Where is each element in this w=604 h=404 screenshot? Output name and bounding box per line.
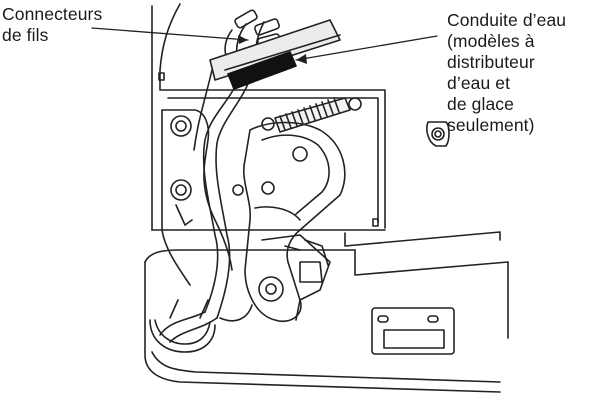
callout-water-line-line-4: d’eau et: [447, 73, 511, 93]
callout-water-line: Conduite d’eau (modèles à distributeur d…: [447, 10, 566, 136]
callout-wire-connectors-line-1: Connecteurs: [2, 4, 103, 24]
hinge-plate: [161, 109, 244, 286]
leader-line-wire-connectors: [91, 27, 249, 41]
callout-water-line-line-5: de glace: [447, 94, 514, 114]
water-line-band: [227, 51, 297, 90]
callout-wire-connectors-line-2: de fils: [2, 25, 49, 45]
door-outline: [144, 231, 509, 393]
leader-line-water-line: [295, 35, 438, 61]
callout-water-line-line-3: distributeur: [447, 52, 535, 72]
cabinet-frame: [151, 3, 386, 231]
callout-water-line-line-6: seulement): [447, 115, 535, 135]
callout-water-line-line-1: Conduite d’eau: [447, 10, 567, 30]
door-bracket: [371, 307, 455, 355]
callout-wire-connectors: Connecteurs de fils: [2, 4, 102, 46]
leader-arrow-wire-connectors: [238, 35, 248, 44]
callout-water-line-line-2: (modèles à: [447, 31, 535, 51]
hinge-arm: [243, 121, 346, 322]
leader-arrow-water-line: [296, 54, 307, 64]
lower-hinge-cover: [149, 299, 216, 353]
water-line-tube: [193, 19, 341, 151]
side-hole-detail: [426, 121, 450, 147]
